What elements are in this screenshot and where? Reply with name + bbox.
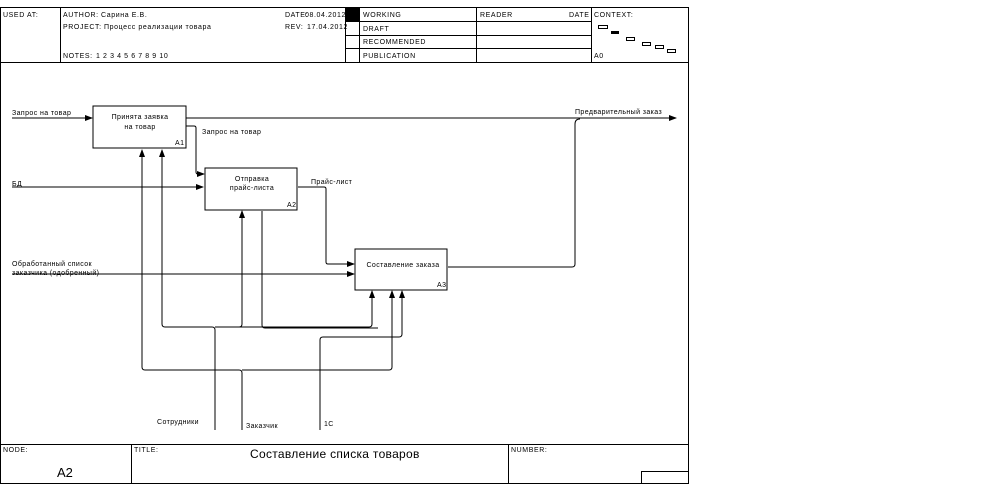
author-value: Сарина Е.В. xyxy=(101,12,148,19)
label-mech-staff: Сотрудники xyxy=(157,419,199,426)
header-row-rule xyxy=(345,21,591,22)
arrow-mech-staff-a1 xyxy=(159,149,216,430)
header-divider xyxy=(345,7,346,62)
label-input-request: Запрос на товар xyxy=(12,110,71,117)
label-mech-customer: Заказчик xyxy=(246,423,278,430)
box-a1-label-1: Принята заявка xyxy=(112,114,169,121)
arrow-mech-staff-a3 xyxy=(215,290,375,328)
box-a2-number: A2 xyxy=(287,202,296,209)
context-box xyxy=(598,25,608,29)
status-working: WORKING xyxy=(363,12,402,19)
reader-date-label: DATE xyxy=(569,12,590,19)
header-divider xyxy=(591,7,592,62)
footer-top-rule xyxy=(0,444,689,445)
rev-value: 17.04.2012 xyxy=(307,24,349,31)
arrow-inner-request xyxy=(186,125,205,177)
label-input-processed-1: Обработанный список xyxy=(12,260,92,268)
date-value: 08.04.2012 xyxy=(305,12,347,19)
activity-box-a1 xyxy=(92,105,187,149)
box-a3-label-1: Составление заказа xyxy=(366,262,439,269)
date-label: DATE: xyxy=(285,12,309,19)
header-bottom-rule xyxy=(0,62,689,63)
arrow-mech-1c-a2 xyxy=(261,211,378,329)
label-input-processed-2: заказчика (одобренный) xyxy=(12,269,99,277)
working-status-marker xyxy=(346,8,359,21)
arrow-mech-customer-a1 xyxy=(139,149,243,430)
author-label: AUTHOR: xyxy=(63,12,99,19)
notes-label: NOTES: xyxy=(63,53,93,60)
header-row-rule xyxy=(345,48,591,49)
box-a2-label-1: Отправка xyxy=(235,176,269,183)
arrow-mech-staff-a2 xyxy=(215,210,245,328)
notes-numbers: 1 2 3 4 5 6 7 8 9 10 xyxy=(96,53,169,60)
box-a2-label-2: прайс-листа xyxy=(230,184,274,192)
status-recommended: RECOMMENDED xyxy=(363,39,426,46)
box-a1-number: A1 xyxy=(175,140,184,147)
status-publication: PUBLICATION xyxy=(363,53,416,60)
footer-divider xyxy=(508,444,509,484)
context-box xyxy=(655,45,664,49)
box-a3-number: A3 xyxy=(437,282,446,289)
arrow-output-preliminary-a3 xyxy=(448,118,581,268)
context-box xyxy=(642,42,651,46)
diagram-title: Составление списка товаров xyxy=(250,447,420,461)
node-label: NODE: xyxy=(3,447,29,454)
node-value: A2 xyxy=(57,465,73,480)
activity-box-a3 xyxy=(354,248,448,291)
label-mech-1c: 1С xyxy=(324,421,334,428)
header-divider xyxy=(359,7,360,62)
box-a1-label-2: на товар xyxy=(124,124,155,131)
activity-box-a2 xyxy=(204,167,298,211)
label-inner-request: Запрос на товар xyxy=(202,129,261,136)
project-label: PROJECT: xyxy=(63,24,102,31)
label-price-list: Прайс-лист xyxy=(311,178,353,186)
reader-label: READER xyxy=(480,12,513,19)
diagram-frame xyxy=(0,7,689,484)
label-output-preliminary: Предварительный заказ xyxy=(575,108,662,116)
context-box-highlighted xyxy=(611,31,619,34)
arrow-mech-1c-a3 xyxy=(319,290,405,430)
header-row-rule xyxy=(345,35,591,36)
header-divider xyxy=(60,7,61,62)
context-box xyxy=(626,37,635,41)
rev-label: REV: xyxy=(285,24,304,31)
title-label: TITLE: xyxy=(134,447,159,454)
label-input-db: БД xyxy=(12,181,22,188)
arrow-price-list xyxy=(298,186,355,267)
status-draft: DRAFT xyxy=(363,26,390,33)
header-divider xyxy=(476,7,477,62)
footer-page-box xyxy=(641,471,689,484)
context-box xyxy=(667,49,676,53)
arrow-mech-customer-a3 xyxy=(242,290,395,371)
context-label: CONTEXT: xyxy=(594,12,634,19)
project-value: Процесс реализации товара xyxy=(104,24,212,31)
used-at-label: USED AT: xyxy=(3,12,39,19)
number-label: NUMBER: xyxy=(511,447,548,454)
context-node: A0 xyxy=(594,53,604,60)
footer-divider xyxy=(131,444,132,484)
